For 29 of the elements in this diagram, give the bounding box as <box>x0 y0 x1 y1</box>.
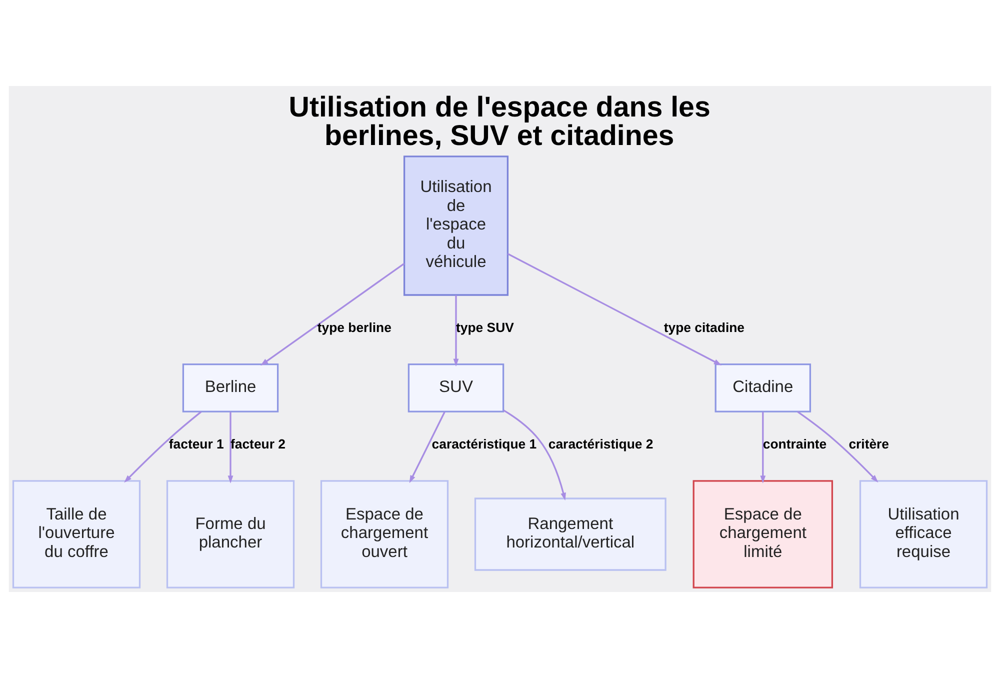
node-box: Citadine <box>714 362 812 412</box>
node-box: Rangement horizontal/vertical <box>474 497 666 570</box>
arrow <box>260 262 405 366</box>
edge-label: facteur 2 <box>230 436 286 452</box>
edge-label: caractéristique 2 <box>548 436 654 452</box>
edge-label: type citadine <box>664 319 745 334</box>
arrow <box>503 409 566 500</box>
arrow <box>507 252 722 365</box>
arrow <box>124 410 202 482</box>
arrow <box>760 411 766 483</box>
node-box: Utilisation efficace requise <box>859 480 988 588</box>
edge-label: type SUV <box>456 319 514 334</box>
edge-label: caractéristique 1 <box>432 436 537 452</box>
node-box: Espace de chargement limité <box>692 480 834 588</box>
node-box: SUV <box>408 362 504 412</box>
edge-label: facteur 1 <box>168 436 224 452</box>
node-box: Taille de l'ouverture du coffre <box>12 480 141 588</box>
arrow <box>409 411 446 483</box>
node-box: Forme du plancher <box>166 480 295 588</box>
arrow <box>228 411 234 483</box>
edge-label: critère <box>848 436 890 452</box>
edge-label: contrainte <box>762 436 827 452</box>
node-box: Utilisation de l'espace du véhicule <box>403 155 509 296</box>
node-box: Espace de chargement ouvert <box>320 480 449 588</box>
node-box: Berline <box>182 362 279 412</box>
diagram-title: Utilisation de l'espace dans les berlines, SUV et citadines <box>288 91 710 152</box>
arrow <box>453 294 459 366</box>
arrow <box>797 410 878 482</box>
edge-label: type berline <box>317 319 392 334</box>
